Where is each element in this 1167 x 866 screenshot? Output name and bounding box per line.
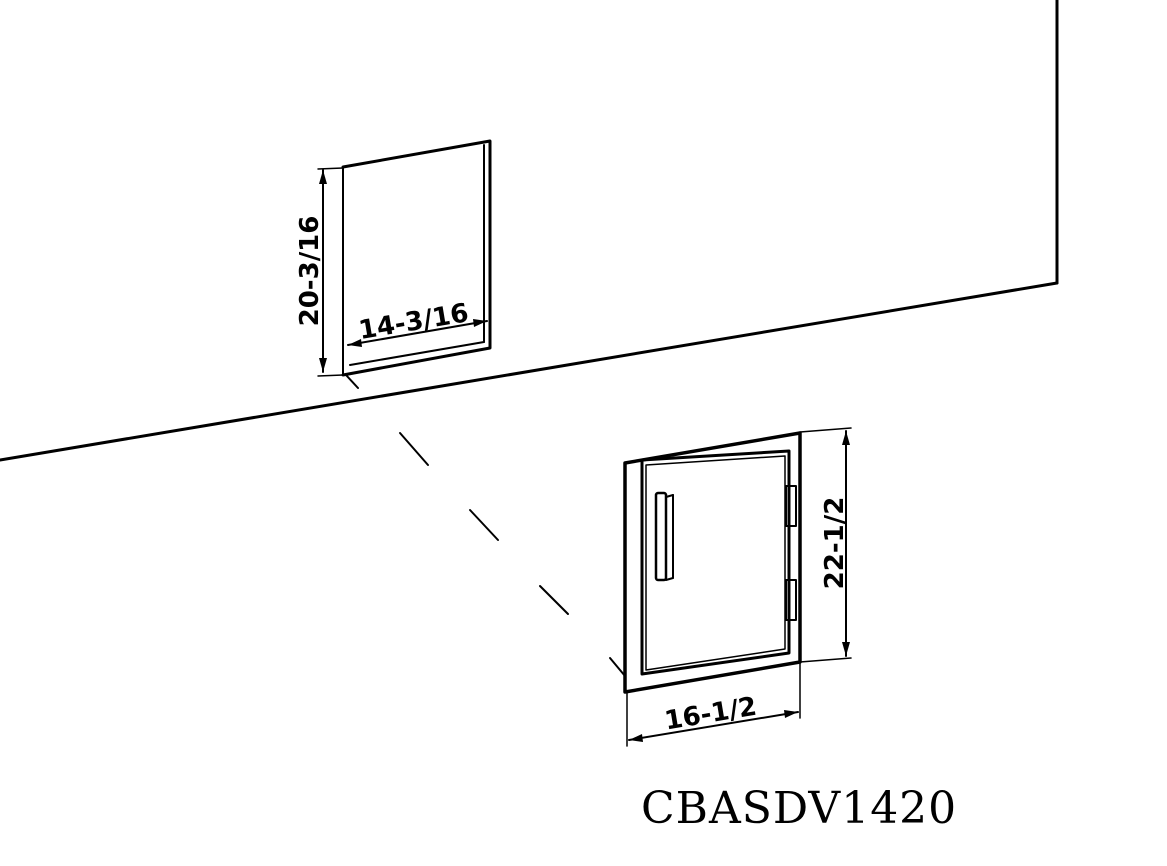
door-handle (654, 491, 674, 582)
model-code: CBASDV1420 (641, 783, 958, 834)
door-height-label: 22-1/2 (820, 497, 850, 590)
wall-outline (0, 0, 1059, 462)
opening-width-label: 14-3/16 (357, 298, 471, 346)
door-width-label: 16-1/2 (663, 692, 759, 737)
opening-height-label: 20-3/16 (295, 216, 325, 327)
door-height-dimension: 22-1/2 (799, 427, 852, 663)
arrowhead (842, 431, 850, 445)
arrowhead (319, 358, 327, 372)
arrowhead (319, 170, 327, 184)
upper-hinge (785, 485, 797, 527)
lower-hinge (785, 579, 797, 621)
wall-cutout (341, 139, 492, 377)
arrowhead (842, 642, 850, 656)
projection-dashed-line (345, 374, 626, 677)
door-width-dimension: 16-1/2 (626, 661, 801, 747)
opening-height-dimension: 20-3/16 (295, 167, 344, 377)
arrowhead (348, 339, 362, 347)
access-door (623, 431, 802, 694)
arrowhead (784, 710, 798, 718)
opening-width-dimension: 14-3/16 (347, 298, 488, 347)
arrowhead (629, 734, 643, 742)
arrowhead (473, 319, 487, 327)
door-hinges (785, 485, 797, 621)
